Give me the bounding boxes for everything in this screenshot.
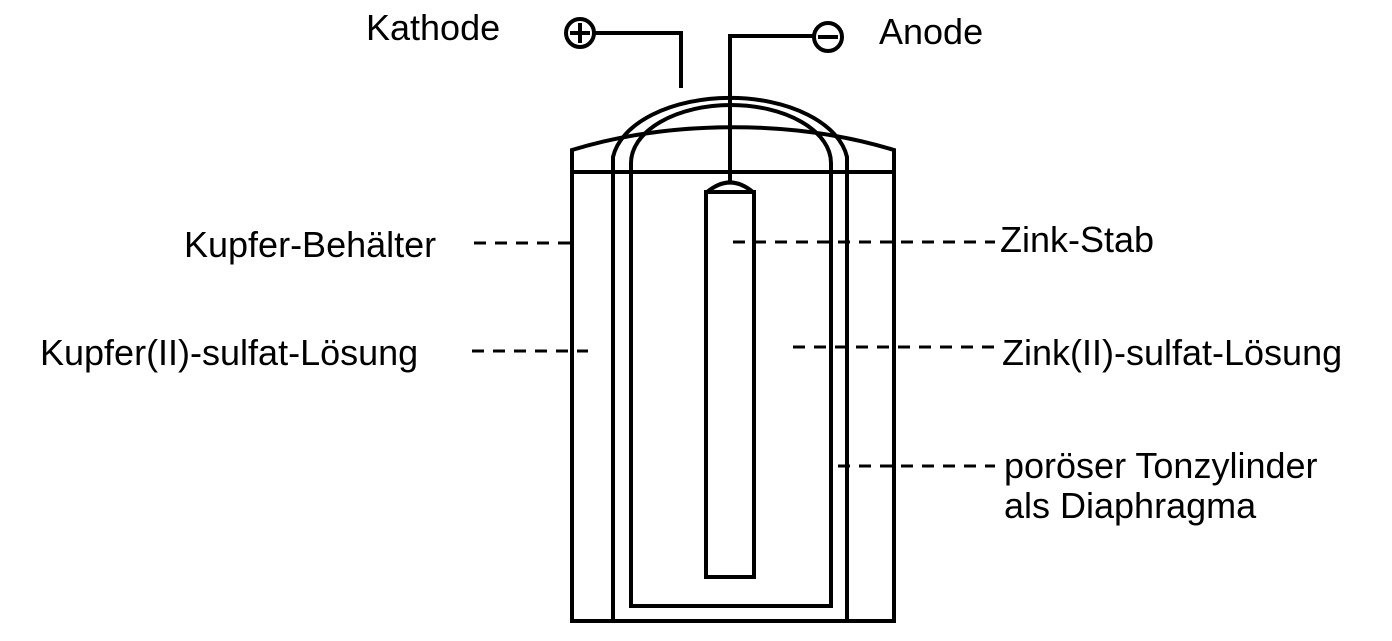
tonzylinder-label-line1: poröser Tonzylinder	[1004, 445, 1318, 486]
kupfer-behaelter-label: Kupfer-Behälter	[184, 224, 437, 265]
zink-sulfat-label: Zink(II)-sulfat-Lösung	[1002, 332, 1343, 373]
minus-circle-icon	[812, 21, 844, 53]
anode-wire	[728, 34, 813, 184]
zink-stab-label: Zink-Stab	[1000, 219, 1155, 260]
tonzylinder-label-line2: als Diaphragma	[1004, 485, 1257, 526]
plus-circle-icon	[564, 17, 596, 49]
kupfer-sulfat-label: Kupfer(II)-sulfat-Lösung	[40, 332, 419, 373]
kathode-label: Kathode	[366, 7, 501, 48]
anode-label: Anode	[879, 11, 984, 52]
kupfer-behaelter-outline	[570, 125, 896, 623]
tonzylinder-inner	[629, 103, 833, 608]
zink-stab-rect	[704, 190, 756, 579]
kathode-wire	[595, 31, 683, 88]
